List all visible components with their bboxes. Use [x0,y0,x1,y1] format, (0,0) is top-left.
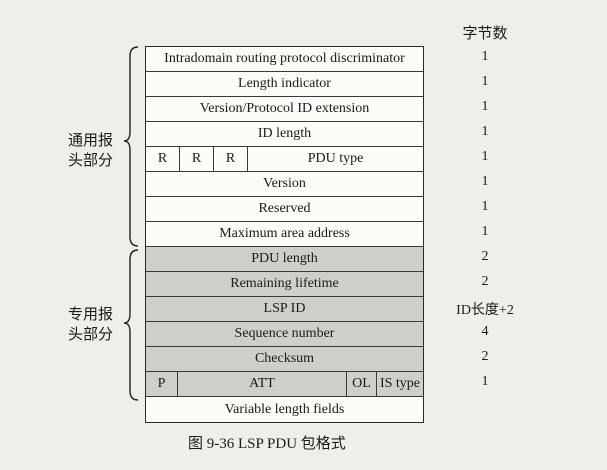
field-label: Version/Protocol ID extension [199,101,370,116]
ol-cell: OL [347,372,377,396]
field-row-max-area-address: Maximum area address [146,222,423,247]
field-row-version: Version [146,172,423,197]
field-label: Intradomain routing protocol discriminat… [164,51,405,66]
common-header-brace [123,46,139,247]
byte-count: 1 [481,124,489,139]
common-header-label-line1: 通用报 [68,133,114,149]
reserved-bit-cell: R [214,147,248,171]
field-row-pdu-type: R R R PDU type [146,147,423,172]
byte-count: 4 [481,324,489,339]
field-row-lsp-id: LSP ID [146,297,423,322]
p-bit-cell: P [146,372,178,396]
pdu-type-cell: PDU type [307,151,364,166]
is-type-cell: IS type [379,376,421,391]
byte-count: ID长度+2 [456,303,514,318]
common-header-label: 通用报 头部分 [68,131,113,171]
byte-count: 2 [481,274,489,289]
field-label: ID length [257,126,312,141]
pdu-field-table: Intradomain routing protocol discriminat… [145,46,424,423]
byte-count: 1 [481,149,489,164]
byte-count: 1 [481,174,489,189]
field-row-reserved: Reserved [146,197,423,222]
figure-caption: 图 9-36 LSP PDU 包格式 [188,436,346,452]
byte-count: 1 [481,74,489,89]
field-label: Reserved [258,201,311,216]
field-row-pdu-length: PDU length [146,247,423,272]
field-row-id-length: ID length [146,122,423,147]
field-label: Checksum [254,351,315,366]
field-label: Variable length fields [224,401,345,417]
byte-count: 1 [481,199,489,214]
specific-header-label-line1: 专用报 [68,307,114,323]
att-cell: ATT [178,372,347,396]
common-header-label-line2: 头部分 [68,153,114,169]
byte-count: 2 [481,249,489,264]
field-row-length-indicator: Length indicator [146,72,423,97]
specific-header-label-line2: 头部分 [68,327,114,343]
field-row-version-protocol-id: Version/Protocol ID extension [146,97,423,122]
byte-count: 1 [481,374,489,389]
reserved-bit-cell: R [146,147,180,171]
bytes-column-title: 字节数 [462,26,508,42]
field-label: Sequence number [234,326,335,341]
specific-header-label: 专用报 头部分 [68,305,113,345]
byte-count: 1 [481,49,489,64]
reserved-bit-cell: R [180,147,214,171]
field-label: Version [263,176,306,191]
byte-count: 1 [481,224,489,239]
specific-header-brace [123,249,139,401]
field-label: LSP ID [263,301,306,316]
field-label: Maximum area address [219,226,350,241]
field-row-discriminator: Intradomain routing protocol discriminat… [146,47,423,72]
byte-count: 1 [481,99,489,114]
field-row-variable-length: Variable length fields [146,397,423,422]
field-label: PDU length [251,251,318,266]
field-row-sequence-number: Sequence number [146,322,423,347]
field-label: Length indicator [238,76,331,91]
byte-count: 2 [481,349,489,364]
field-row-flags: P ATT OL IS type [146,372,423,397]
field-row-checksum: Checksum [146,347,423,372]
field-row-remaining-lifetime: Remaining lifetime [146,272,423,297]
field-label: Remaining lifetime [230,276,339,291]
